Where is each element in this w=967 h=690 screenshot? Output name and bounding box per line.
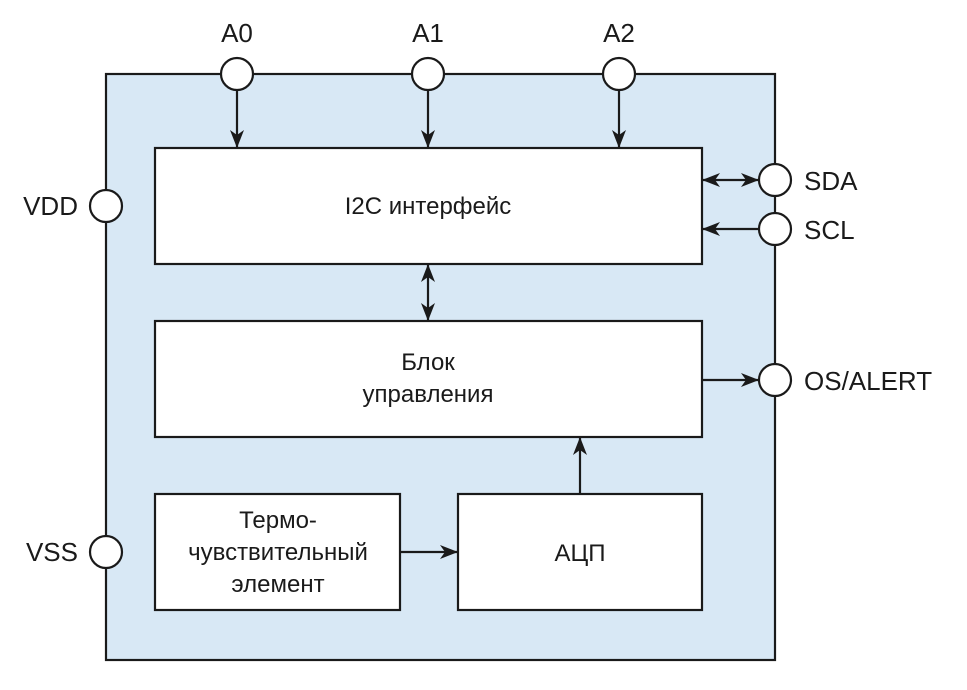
- adc-label: АЦП: [554, 540, 605, 567]
- sensor-label-line2: чувствительный: [188, 539, 368, 566]
- control-block: [153, 319, 704, 439]
- pin-a1: [410, 56, 446, 92]
- temperature-sensor-block: [153, 492, 402, 612]
- i2c-interface-block: [153, 146, 704, 266]
- pin-os-alert: [757, 362, 793, 398]
- pin-sda-label: SDA: [804, 166, 858, 196]
- pin-sda: [757, 162, 793, 198]
- sensor-label-line1: Термо-: [239, 507, 317, 534]
- pin-a0-label: A0: [221, 18, 253, 48]
- pin-a0: [219, 56, 255, 92]
- pin-a2: [601, 56, 637, 92]
- pin-a1-label: A1: [412, 18, 444, 48]
- pin-vss: [88, 534, 124, 570]
- adc-block: [456, 492, 704, 612]
- pin-vdd-label: VDD: [23, 191, 78, 221]
- i2c-interface-label: I2C интерфейс: [345, 193, 512, 220]
- pin-vdd: [88, 188, 124, 224]
- sensor-label-line3: элемент: [231, 571, 324, 598]
- pin-vss-label: VSS: [26, 537, 78, 567]
- control-block-label-line2: управления: [363, 381, 494, 408]
- pin-os-alert-label: OS/ALERT: [804, 366, 932, 396]
- pin-scl-label: SCL: [804, 215, 855, 245]
- control-block-label-line1: Блок: [401, 349, 455, 376]
- pin-scl: [757, 211, 793, 247]
- pin-a2-label: A2: [603, 18, 635, 48]
